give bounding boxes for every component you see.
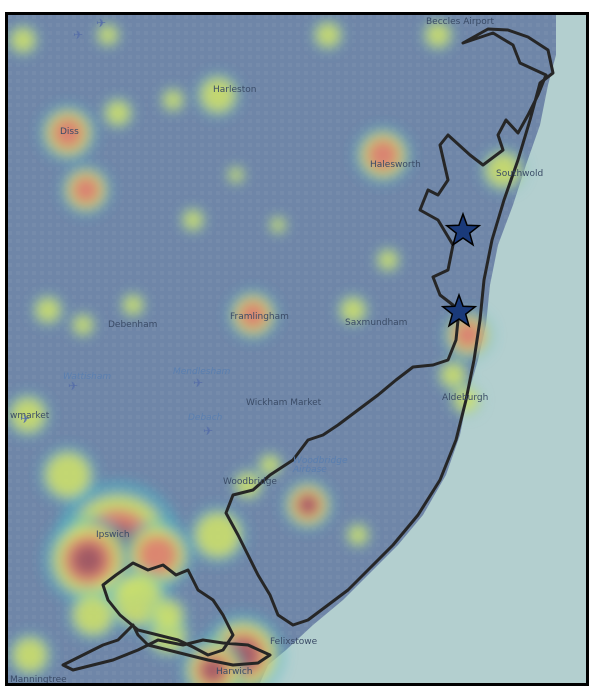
heat-blob	[238, 300, 268, 330]
heat-blob	[123, 295, 143, 315]
airplane-icon: ✈	[96, 16, 107, 30]
place-label-saxmundham: Saxmundham	[345, 318, 408, 328]
heat-blob	[12, 637, 48, 673]
heat-blob	[200, 77, 236, 113]
heat-blob	[73, 315, 93, 335]
star-marker-south[interactable]	[440, 292, 478, 328]
estuary-outline	[61, 561, 272, 672]
place-label-diss: Diss	[60, 127, 79, 137]
heat-blob	[163, 90, 183, 110]
heat-blob	[315, 22, 341, 48]
heat-blob	[51, 116, 85, 150]
airplane-icon: ✈	[203, 424, 214, 438]
heat-blob	[378, 250, 398, 270]
place-label-harleston: Harleston	[213, 85, 257, 95]
place-label-debach: Debach	[188, 413, 223, 423]
heat-blob	[202, 659, 224, 681]
place-label-wattisham: Wattisham	[63, 372, 112, 382]
place-label-southwold: Southwold	[496, 169, 544, 179]
heat-blob	[105, 100, 131, 126]
heat-blob	[366, 138, 400, 172]
heat-blob	[270, 217, 286, 233]
heat-blob	[98, 25, 118, 45]
heat-blob	[153, 600, 183, 630]
place-label-aldeburgh: Aldeburgh	[442, 393, 489, 403]
heat-blob	[195, 512, 241, 558]
heat-blob	[71, 175, 101, 205]
place-label-framlingham: Framlingham	[230, 312, 289, 322]
heat-blob	[73, 595, 113, 635]
heat-blob	[72, 544, 104, 576]
place-label-manningtree: Manningtree	[10, 675, 67, 685]
place-label-beccles: Beccles Airport	[426, 17, 495, 27]
place-label-ipswich: Ipswich	[96, 530, 130, 540]
place-label-woodbridge: Woodbridge	[223, 477, 277, 487]
heat-blob	[235, 472, 261, 498]
heat-blob	[228, 167, 244, 183]
place-label-wickham-market: Wickham Market	[246, 398, 322, 408]
star-marker-north[interactable]	[444, 211, 482, 247]
heat-blob	[299, 496, 317, 514]
boundary-outline	[224, 27, 555, 627]
airplane-icon: ✈	[68, 379, 79, 393]
heat-blob	[348, 525, 368, 545]
heat-layer	[8, 19, 526, 683]
heat-blob	[440, 362, 466, 388]
heat-blob	[10, 27, 36, 53]
airplane-icon: ✈	[193, 376, 204, 390]
map-canvas[interactable]	[8, 15, 586, 683]
place-label-halesworth: Halesworth	[370, 160, 421, 170]
place-label-stowmarket: wmarket	[10, 411, 50, 421]
place-label-mendlesham: Mendlesham	[173, 367, 231, 377]
place-label-harwich: Harwich	[216, 667, 253, 677]
airplane-icon: ✈	[73, 28, 84, 42]
place-label-debenham: Debenham	[108, 320, 158, 330]
heat-blob	[35, 297, 61, 323]
heat-blob	[45, 452, 91, 498]
heat-blob	[425, 22, 451, 48]
airplane-icon: ✈	[20, 412, 31, 426]
heat-blob	[138, 535, 178, 575]
place-label-woodbridge-airbase: Woodbridge Airbase	[293, 456, 348, 475]
heat-blob	[340, 297, 366, 323]
place-label-felixstowe: Felixstowe	[270, 637, 318, 647]
heat-blob	[10, 397, 46, 433]
heat-blob	[183, 210, 203, 230]
map-frame[interactable]: Halesworth Southwold Harleston Diss Debe…	[5, 12, 589, 686]
